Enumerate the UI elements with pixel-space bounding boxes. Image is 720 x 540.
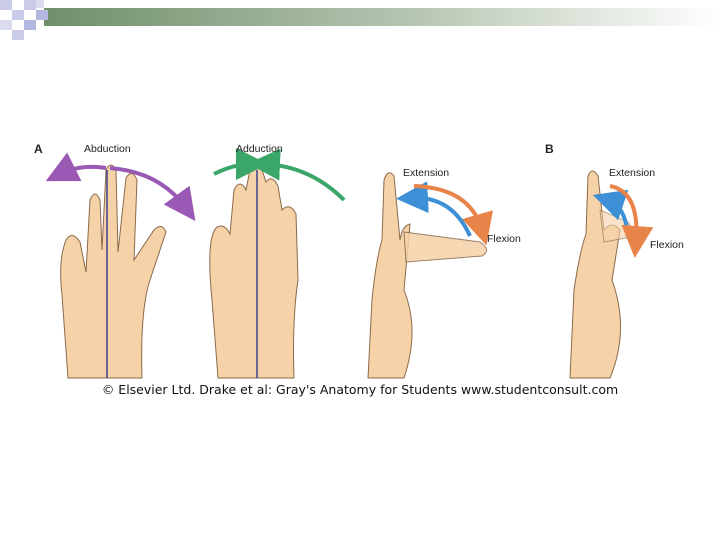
flexion-arrow (609, 184, 654, 258)
adduction-arrow-left (213, 148, 268, 181)
hand-palm-icon (60, 164, 167, 379)
abduction-arrow-right (109, 166, 196, 221)
decorative-banner (0, 0, 720, 40)
flexion-label-b: Flexion (650, 239, 684, 251)
abduction-label: Abduction (84, 143, 131, 155)
abduction-arrow-left (45, 152, 107, 182)
flexion-arrow (413, 184, 493, 246)
hand-palm-icon (209, 164, 299, 379)
extension-arrow (396, 181, 472, 237)
panel-a-label: A (34, 142, 43, 156)
hand-side-icon (569, 170, 632, 379)
flexion-label-a: Flexion (487, 233, 521, 245)
panel-b-label: B (545, 142, 554, 156)
copyright-credit: © Elsevier Ltd. Drake et al: Gray's Anat… (101, 382, 619, 397)
adduction-label: Adduction (236, 143, 283, 155)
extension-label-a: Extension (403, 167, 449, 179)
extension-label-b: Extension (609, 167, 655, 179)
hand-movements-figure: A B Abduction Adduction Extension Flexio… (34, 142, 684, 379)
adduction-arrow-right (248, 148, 346, 202)
hand-side-icon (367, 172, 487, 379)
